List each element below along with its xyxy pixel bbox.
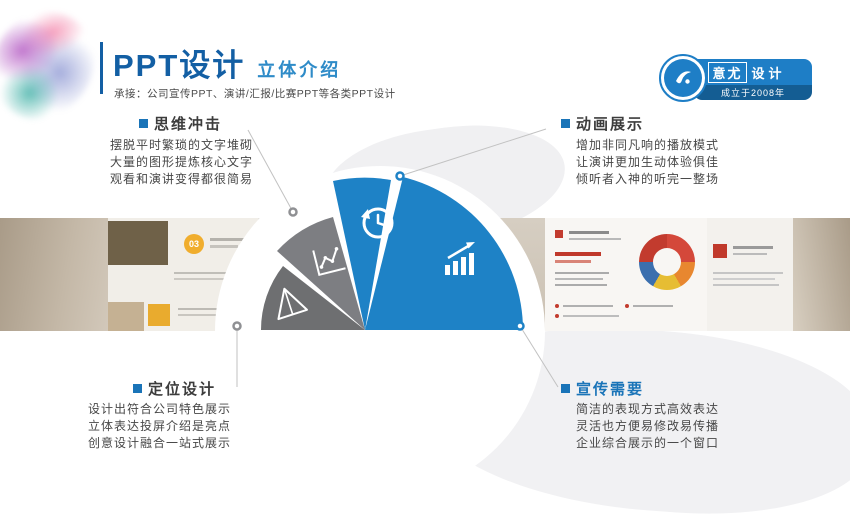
- section-body-bottom-left: 设计出符合公司特色展示 立体表达投屏介绍是亮点 创意设计融合一站式展示: [88, 401, 231, 452]
- connector-dot-bottom-right: [515, 321, 525, 331]
- brand-logo-disc: [664, 59, 702, 97]
- banner-decor-bar: [174, 272, 244, 274]
- banner-pie-hole: [653, 248, 681, 276]
- banner-decor-bar: [633, 305, 673, 307]
- section-title: 宣传需要: [576, 381, 645, 398]
- connector-dot-top-right: [395, 171, 405, 181]
- banner-decor-bar: [713, 284, 779, 286]
- bullet-square-icon: [133, 384, 142, 393]
- banner-slide-thumbnail-2: [545, 218, 707, 331]
- connector-top-right: [399, 128, 547, 177]
- section-body-top-right: 增加非同凡响的播放模式 让演讲更加生动体验俱佳 倾听者入神的听完一整场: [576, 137, 719, 188]
- section-title: 思维冲击: [154, 116, 223, 133]
- banner-decor-dot: [555, 230, 563, 238]
- banner-photo-left: [0, 218, 108, 331]
- banner-pie-chart: [639, 234, 695, 290]
- section-line: 创意设计融合一站式展示: [88, 436, 232, 450]
- banner-decor-dot: [555, 314, 559, 318]
- banner-decor-bar: [174, 278, 232, 280]
- growth-bars-icon: [445, 242, 475, 275]
- banner-decor-bar: [569, 231, 609, 234]
- banner-decor-block: [108, 221, 168, 265]
- history-clock-icon: [361, 207, 394, 239]
- banner-decor-bar: [733, 253, 767, 255]
- trend-chart-icon: [312, 247, 346, 277]
- section-line: 立体表达投屏介绍是亮点: [88, 419, 232, 433]
- banner-decor-bar: [555, 278, 603, 280]
- banner-decor-bar: [210, 238, 246, 241]
- banner-decor-bar: [569, 238, 621, 240]
- section-line: 简洁的表现方式高效表达: [576, 402, 720, 416]
- bullet-square-icon: [561, 119, 570, 128]
- brand-name-boxed: 意尤: [708, 61, 747, 83]
- connector-dot-top-left: [288, 207, 298, 217]
- banner-decor-bar: [713, 272, 783, 274]
- banner-decor-bar: [555, 272, 609, 274]
- connector-bottom-right: [519, 325, 559, 388]
- pyramid-icon: [277, 287, 308, 321]
- section-title: 动画展示: [576, 116, 645, 133]
- section-title: 定位设计: [148, 381, 217, 398]
- banner-decor-bar: [563, 305, 613, 307]
- title-accent-rule: [100, 42, 103, 94]
- banner-decor-block: [148, 304, 170, 326]
- banner-decor-block: [713, 244, 727, 258]
- banner-decor-bar: [555, 284, 607, 286]
- banner-decor-bar: [563, 315, 619, 317]
- section-line: 观看和演讲变得都很简易: [110, 172, 254, 186]
- section-line: 增加非同凡响的播放模式: [576, 138, 720, 152]
- brand-name-rest: 设计: [751, 65, 786, 81]
- tagline: 承接：公司宣传PPT、演讲/汇报/比赛PPT等各类PPT设计: [114, 88, 396, 100]
- section-body-bottom-right: 简洁的表现方式高效表达 灵活也方便易修改易传播 企业综合展示的一个窗口: [576, 401, 719, 452]
- banner-decor-bar: [178, 308, 234, 310]
- banner-decor-bar: [555, 260, 591, 263]
- banner-decor-dot: [625, 304, 629, 308]
- fan-wedge-pyramid: [261, 266, 365, 330]
- slide-number-badge: 03: [184, 234, 204, 254]
- section-header-bottom-left: 定位设计: [133, 378, 216, 399]
- section-line: 设计出符合公司特色展示: [88, 402, 232, 416]
- brand-logo: [659, 54, 707, 102]
- section-line: 倾听者入神的听完一整场: [576, 172, 720, 186]
- connector-top-left: [247, 129, 294, 213]
- section-header-top-right: 动画展示: [561, 113, 644, 134]
- fan-wedge-growth: [365, 177, 523, 330]
- page-subtitle: 立体介绍: [257, 60, 342, 80]
- section-header-top-left: 思维冲击: [139, 113, 222, 134]
- banner-decor-block: [108, 302, 144, 331]
- banner-decor-bar: [178, 314, 224, 316]
- brand-logo-icon: [676, 71, 691, 84]
- banner-decor-bar: [733, 246, 773, 249]
- connector-dot-bottom-left: [232, 321, 242, 331]
- page-title-row: PPT设计 立体介绍: [113, 40, 341, 85]
- brand-since: 成立于2008年: [694, 85, 812, 100]
- section-line: 让演讲更加生动体验俱佳: [576, 155, 720, 169]
- banner-decor-bar: [555, 252, 601, 256]
- section-header-bottom-right: 宣传需要: [561, 378, 644, 399]
- section-line: 企业综合展示的一个窗口: [576, 436, 720, 450]
- bullet-square-icon: [561, 384, 570, 393]
- bullet-square-icon: [139, 119, 148, 128]
- fan-wedge-history: [333, 177, 391, 330]
- page-title: PPT设计: [113, 48, 246, 83]
- section-line: 灵活也方便易修改易传播: [576, 419, 720, 433]
- banner-decor-bar: [713, 278, 775, 280]
- section-line: 大量的图形提炼核心文字: [110, 155, 254, 169]
- banner-decor-dot: [555, 304, 559, 308]
- section-line: 摆脱平时繁琐的文字堆砌: [110, 138, 254, 152]
- section-body-top-left: 摆脱平时繁琐的文字堆砌 大量的图形提炼核心文字 观看和演讲变得都很简易: [110, 137, 253, 188]
- banner-decor-bar: [210, 245, 238, 248]
- banner-photo-right: [793, 218, 850, 331]
- banner-slide-thumbnail-3: [707, 218, 793, 331]
